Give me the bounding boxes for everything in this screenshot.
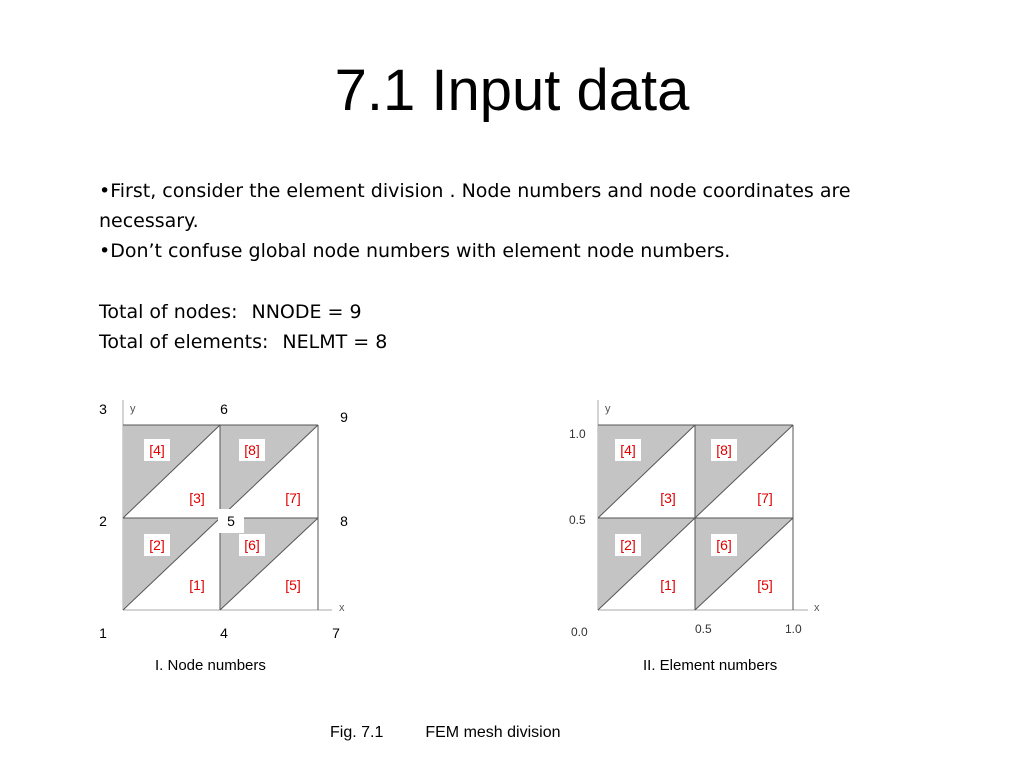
node-number-diagram: y x [4] [8] [3] [7] [2] [6] [1] [5] 1 2 … [99,400,348,641]
node-number: 9 [340,409,348,425]
total-nodes-value: NNODE = 9 [251,301,362,323]
element-label: [8] [244,442,260,458]
totals-block: Total of nodes: NNODE = 9 Total of elemen… [99,297,387,357]
element-number-diagram: y x [4] [8] [3] [7] [2] [6] [1] [5] 1.0 … [569,400,820,639]
x-axis-label: x [814,602,820,614]
bullet-list: •First, consider the element division . … [99,176,919,266]
y-axis-label: y [605,403,611,415]
node-number: 7 [332,625,340,641]
left-diagram-caption: I. Node numbers [155,657,266,674]
y-tick-label: 0.5 [569,513,586,527]
node-number: 8 [340,513,348,529]
figure-caption-text: FEM mesh division [425,724,561,741]
total-nodes-label: Total of nodes: [99,301,238,323]
x-tick-label: 0.5 [695,622,712,636]
element-label: [7] [285,490,301,506]
node-number: 2 [99,513,107,529]
element-label: [6] [716,537,732,553]
element-label: [6] [244,537,260,553]
node-number: 6 [220,401,228,417]
figure-caption: Fig. 7.1 FEM mesh division [330,724,561,742]
element-label: [5] [285,577,301,593]
y-tick-label: 0.0 [571,625,588,639]
element-label: [4] [620,442,636,458]
element-label: [3] [189,490,205,506]
right-diagram-caption: II. Element numbers [643,657,778,674]
figure-number: Fig. 7.1 [330,724,384,741]
total-elements-label: Total of elements: [99,331,269,353]
y-tick-label: 1.0 [569,427,586,441]
x-axis-label: x [339,602,345,614]
total-nodes-row: Total of nodes: NNODE = 9 [99,297,387,327]
element-label: [2] [149,537,165,553]
bullet-item: •First, consider the element division . … [99,180,851,232]
node-number: 4 [220,625,228,641]
total-elements-row: Total of elements: NELMT = 8 [99,327,387,357]
slide-title: 7.1 Input data [334,58,690,123]
element-label: [1] [189,577,205,593]
x-tick-label: 1.0 [785,622,802,636]
total-elements-value: NELMT = 8 [282,331,388,353]
element-label: [8] [716,442,732,458]
bullet-item: •Don’t confuse global node numbers with … [99,240,731,262]
node-number: 3 [99,401,107,417]
element-label: [3] [660,490,676,506]
y-axis-label: y [130,403,136,415]
element-label: [5] [757,577,773,593]
element-label: [4] [149,442,165,458]
node-number: 5 [227,513,235,529]
element-label: [1] [660,577,676,593]
mesh-grid [597,424,794,611]
element-label: [7] [757,490,773,506]
node-number: 1 [99,625,107,641]
element-label: [2] [620,537,636,553]
